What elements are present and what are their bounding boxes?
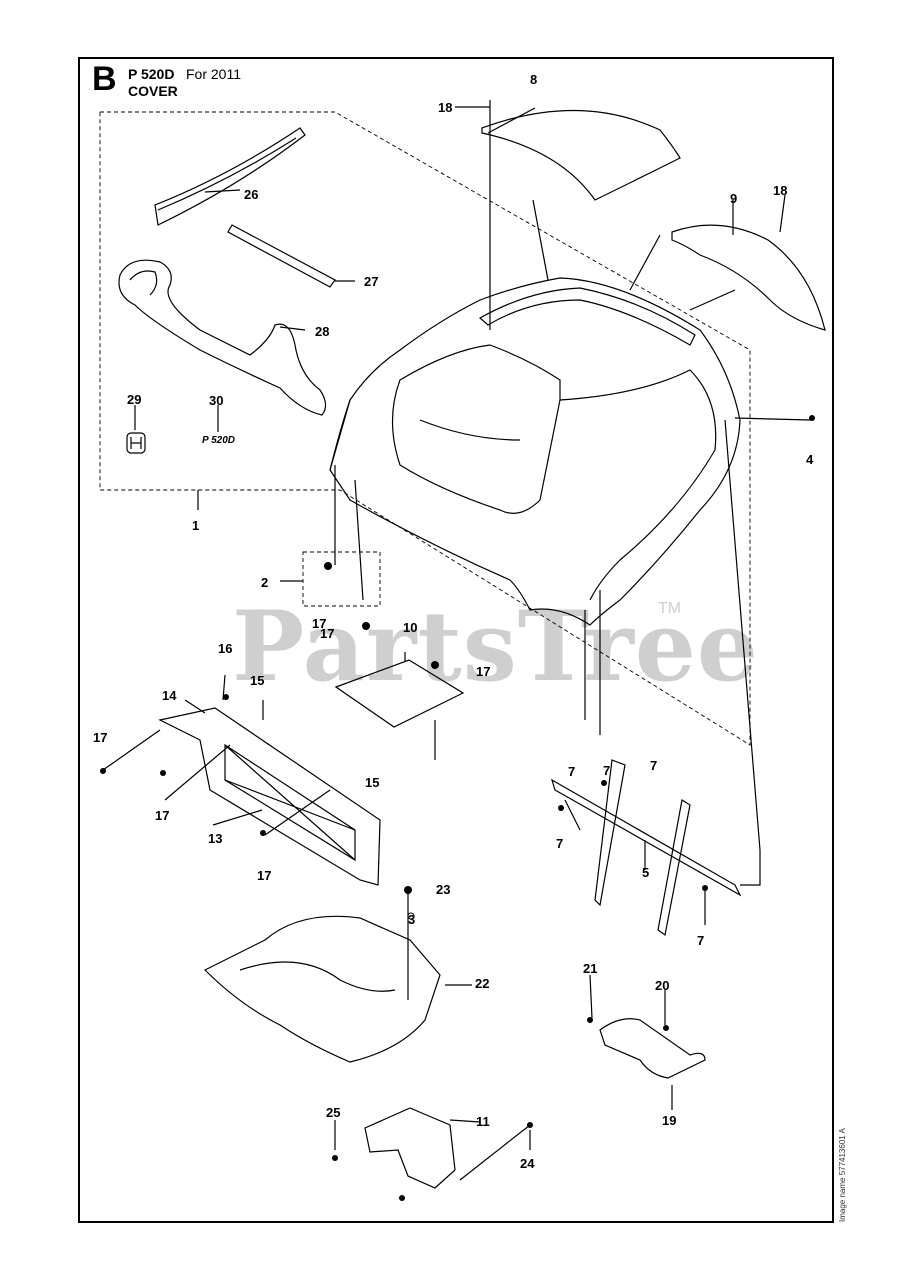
fastener-icon [100,768,106,774]
watermark: PartsTree [232,590,759,703]
part-26-trim-strip [154,127,306,226]
model-year: For 2011 [186,66,241,82]
callout-16: 16 [218,641,232,656]
callout-10: 10 [403,620,417,635]
callout-21: 21 [583,961,597,976]
callout-4: 4 [806,452,814,467]
part-5-support-frame [550,778,742,897]
fastener-icon [431,661,439,669]
part-11-bracket [364,1107,456,1189]
fastener-icon [399,1195,405,1201]
callout-7: 7 [697,933,704,948]
part-29-emblem [126,432,146,454]
callout-23: 23 [436,882,450,897]
fastener-icon [324,562,332,570]
fastener-icon [260,830,266,836]
callout-18: 18 [773,183,787,198]
fastener-icon [407,912,415,920]
part-10-plate [334,659,465,728]
fastener-icon [601,780,607,786]
callout-7: 7 [556,836,563,851]
fastener-icon [362,622,370,630]
fastener-icon [332,1155,338,1161]
callout-22: 22 [475,976,489,991]
page-title: COVER [128,83,178,99]
callout-17: 17 [476,664,490,679]
callout-7: 7 [650,758,657,773]
part-9-rear-panel [671,224,826,331]
cover-body [329,277,741,626]
callout-11: 11 [476,1114,490,1129]
callout-7: 7 [568,764,575,779]
section-letter: B [92,60,117,98]
callout-29: 29 [127,392,141,407]
callout-20: 20 [655,978,669,993]
fastener-icon [558,805,564,811]
callout-5: 5 [642,865,649,880]
fastener-icon [527,1122,533,1128]
callout-3: 3 [408,912,415,927]
callout-30: 30 [209,393,223,408]
fastener-icon [587,1017,593,1023]
callout-15: 15 [250,673,264,688]
part-28-handle-pad [118,259,327,416]
diagram-frame [78,57,834,1223]
callout-14: 14 [162,688,177,703]
callout-17: 17 [320,626,334,641]
part-22-floor-panel [203,915,441,1063]
callout-1: 1 [192,518,199,533]
fastener-group-outline [302,551,381,607]
watermark-tm: TM [658,600,682,617]
callout-15: 15 [365,775,379,790]
fastener-icon [663,1025,669,1031]
part-8-top-lid [481,109,681,201]
callout-28: 28 [315,324,329,339]
kit-group-outline [99,111,751,746]
callout-27: 27 [364,274,378,289]
callout-9: 9 [730,191,737,206]
fastener-icon [404,886,412,894]
callout-17: 17 [312,616,326,631]
callout-17: 17 [155,808,169,823]
fastener-icon [809,415,815,421]
part-19-bracket [599,1018,706,1079]
callout-18: 18 [438,100,452,115]
fastener-icon [702,885,708,891]
callout-25: 25 [326,1105,340,1120]
model-name: P 520D [128,66,175,82]
part-30-decal: P 520D [202,435,235,446]
callout-19: 19 [662,1113,676,1128]
callout-17: 17 [93,730,107,745]
callout-7: 7 [603,763,610,778]
fastener-icon [223,694,229,700]
callout-13: 13 [208,831,222,846]
callout-26: 26 [244,187,258,202]
fastener-icon [160,770,166,776]
part-27-foam-bar [227,224,336,288]
callout-24: 24 [520,1156,535,1171]
part-13-dashboard-frame [158,707,381,886]
callout-8: 8 [530,72,537,87]
callout-17: 17 [257,868,271,883]
callout-2: 2 [261,575,268,590]
